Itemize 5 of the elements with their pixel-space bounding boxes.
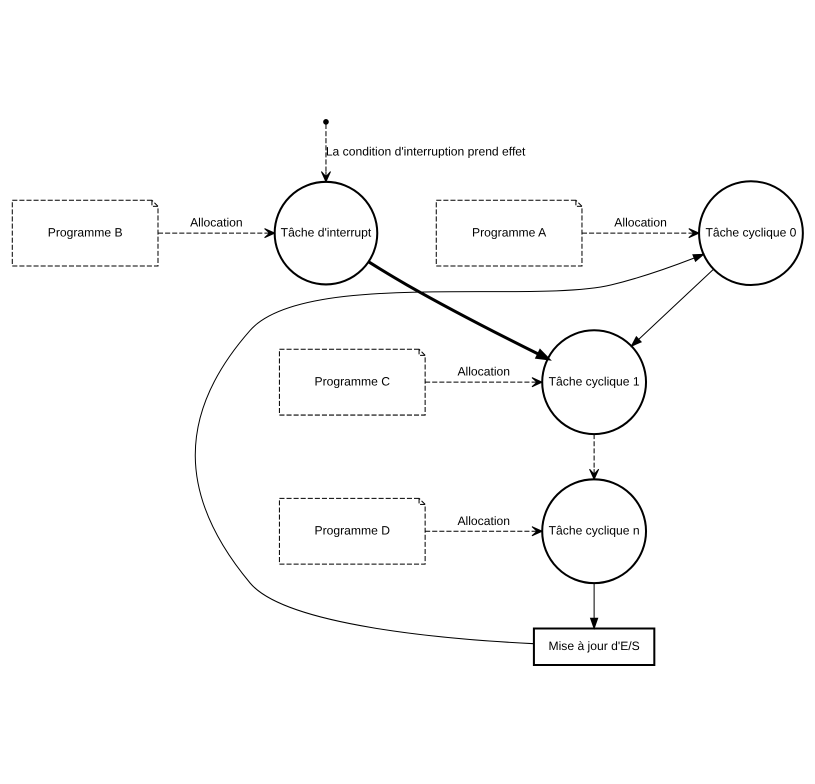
edge-label: La condition d'interruption prend effet [326, 144, 526, 158]
edge-label: Allocation [190, 215, 243, 230]
edge-label: Allocation [614, 215, 667, 230]
edge-label: Allocation [457, 513, 510, 528]
edge-label: Allocation [457, 364, 510, 378]
